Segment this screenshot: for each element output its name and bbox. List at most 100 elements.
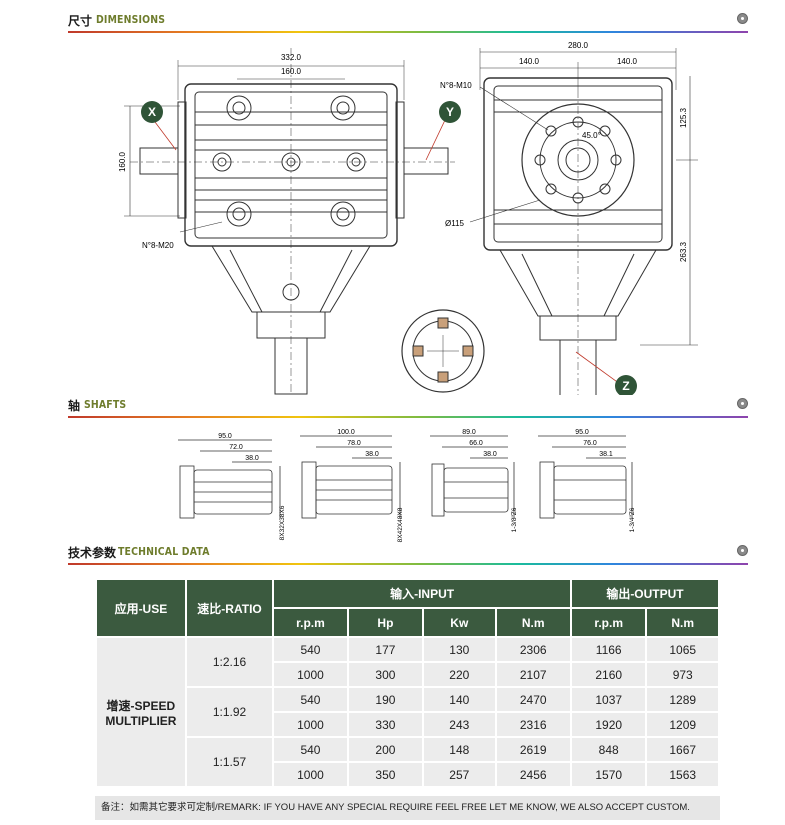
ratio-cell: 1:1.92 — [186, 688, 273, 736]
cell: 257 — [424, 763, 495, 786]
cell: 1570 — [571, 763, 646, 786]
header-out-nm: N.m — [647, 609, 718, 636]
shaft-spec: 1-3/4"Z6 — [629, 507, 636, 532]
cell: 2306 — [496, 638, 570, 661]
rainbow-divider — [68, 563, 748, 565]
cell: 350 — [348, 763, 423, 786]
shaft-dim-2: 76.0 — [583, 440, 597, 447]
bullet-icon — [737, 398, 748, 409]
bullet-icon — [737, 13, 748, 24]
section-title-en: TECHNICAL DATA — [118, 545, 210, 558]
side-angle: 45.0° — [582, 131, 601, 140]
cell: 973 — [647, 663, 718, 686]
cell: 1065 — [647, 638, 718, 661]
label-x-circle — [141, 101, 163, 123]
header-ratio: 速比-RATIO — [186, 580, 273, 636]
cell: 140 — [424, 688, 495, 711]
shaft-2: 100.0 78.0 38.0 8X42X48X8 — [300, 429, 404, 542]
front-view — [124, 48, 455, 395]
cell: 1209 — [647, 713, 718, 736]
dim-side-right: 140.0 — [617, 57, 638, 66]
cell: 1000 — [274, 763, 347, 786]
cell: 2160 — [571, 663, 646, 686]
dim-front-inner: 160.0 — [281, 67, 302, 76]
section-detail — [401, 309, 485, 393]
dim-side-left: 140.0 — [519, 57, 540, 66]
label-z-circle — [615, 375, 637, 395]
header-in-kw: Kw — [424, 609, 495, 636]
section-title-en: DIMENSIONS — [96, 13, 166, 26]
shaft-dim-1: 89.0 — [462, 429, 476, 436]
dim-side-total: 280.0 — [568, 41, 589, 50]
table-subheader-row: r.p.m Hp Kw N.m r.p.m N.m — [97, 609, 718, 636]
side-bolt-note: N°8-M10 — [440, 81, 472, 90]
shaft-dim-3: 38.0 — [365, 451, 379, 458]
cell: 540 — [274, 738, 347, 761]
cell: 2456 — [496, 763, 570, 786]
shaft-dim-3: 38.0 — [245, 455, 259, 462]
table-row: 增速-SPEED MULTIPLIER 1:2.16 540 177 130 2… — [97, 638, 718, 786]
header-out-rpm: r.p.m — [571, 609, 646, 636]
cell: 2470 — [496, 688, 570, 711]
rainbow-divider — [68, 416, 748, 418]
cell: 2316 — [496, 713, 570, 736]
shaft-dim-3: 38.1 — [599, 451, 613, 458]
header-use: 应用-USE — [97, 580, 185, 636]
cell: 330 — [348, 713, 423, 736]
cell: 220 — [424, 663, 495, 686]
cell: 1563 — [647, 763, 718, 786]
table-header-row: 应用-USE 速比-RATIO 输入-INPUT 输出-OUTPUT — [97, 580, 718, 636]
cell: 1000 — [274, 713, 347, 736]
section-title-cn: 尺寸 — [68, 14, 93, 28]
dimension-drawings: 332.0 160.0 160.0 N°8-M20 X Y — [118, 41, 698, 395]
shaft-dim-1: 95.0 — [575, 429, 589, 436]
shaft-spec: 8X32X38X6 — [279, 505, 286, 540]
use-cell: 增速-SPEED MULTIPLIER — [97, 638, 185, 786]
shaft-spec: 1-3/8"Z6 — [511, 507, 518, 532]
shaft-dim-2: 66.0 — [469, 440, 483, 447]
shaft-dim-1: 100.0 — [337, 429, 355, 436]
section-header-shafts: 轴 SHAFTS — [68, 393, 748, 418]
label-z: Z — [622, 379, 629, 393]
ratio-cell: 1:1.57 — [186, 738, 273, 786]
dim-side-bottom: 263.3 — [679, 241, 688, 262]
cell: 243 — [424, 713, 495, 736]
dim-side-top: 125.3 — [679, 107, 688, 128]
remark-note: 备注：如需其它要求可定制/REMARK: IF YOU HAVE ANY SPE… — [95, 796, 720, 820]
header-in-hp: Hp — [348, 609, 423, 636]
cell: 1289 — [647, 688, 718, 711]
dim-front-height: 160.0 — [118, 151, 127, 172]
ratio-cell: 1:2.16 — [186, 638, 273, 686]
use-label-line-1: 增速-SPEED — [106, 698, 176, 713]
dim-front-total: 332.0 — [281, 53, 302, 62]
section-title-en: SHAFTS — [84, 398, 127, 411]
front-bolt-note: N°8-M20 — [142, 241, 174, 250]
cell: 200 — [348, 738, 423, 761]
shaft-spec: 8X42X48X8 — [397, 507, 404, 542]
label-x: X — [148, 105, 156, 119]
shaft-dim-1: 95.0 — [218, 433, 232, 440]
side-view — [469, 48, 698, 395]
cell: 177 — [348, 638, 423, 661]
table-row: 1:1.57 540 200 148 2619 848 1667 — [97, 738, 718, 786]
section-title-cn: 轴 — [68, 399, 81, 413]
header-in-rpm: r.p.m — [274, 609, 347, 636]
use-label-line-2: MULTIPLIER — [105, 713, 177, 728]
cell: 2619 — [496, 738, 570, 761]
cell: 1000 — [274, 663, 347, 686]
cell: 300 — [348, 663, 423, 686]
section-header-dimensions: 尺寸 DIMENSIONS — [68, 8, 748, 33]
shaft-dim-3: 38.0 — [483, 451, 497, 458]
shaft-dim-2: 78.0 — [347, 440, 361, 447]
cell: 2107 — [496, 663, 570, 686]
cell: 1920 — [571, 713, 646, 736]
cell: 540 — [274, 688, 347, 711]
cell: 1037 — [571, 688, 646, 711]
cell: 1667 — [647, 738, 718, 761]
cell: 540 — [274, 638, 347, 661]
cell: 130 — [424, 638, 495, 661]
section-header-technical: 技术参数 TECHNICAL DATA — [68, 540, 748, 565]
cell: 190 — [348, 688, 423, 711]
table-row: 1:1.92 540 190 140 2470 1037 1289 — [97, 688, 718, 736]
bullet-icon — [737, 545, 748, 556]
